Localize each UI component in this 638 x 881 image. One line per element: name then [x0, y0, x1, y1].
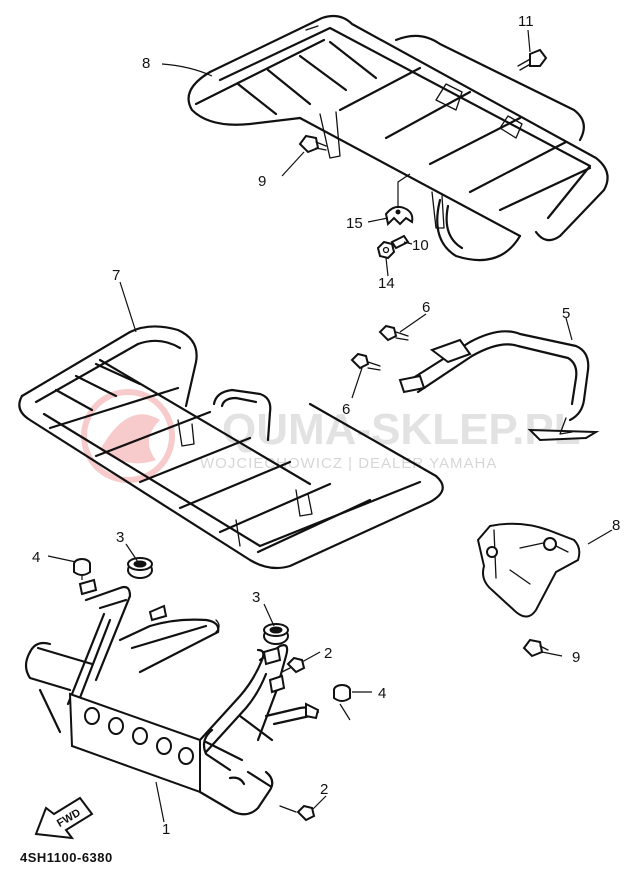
- part-1-bumper-guard: [24, 578, 320, 816]
- part-5-brace: [398, 330, 600, 442]
- callout-14: 14: [378, 275, 395, 292]
- part-3-grommet-left: [127, 557, 153, 579]
- leader-lines: [47, 29, 613, 823]
- callout-5: 5: [562, 305, 570, 322]
- part-11-bolt: [298, 134, 327, 154]
- part-8-bolt: [522, 638, 549, 658]
- callout-6-lower: 6: [342, 401, 350, 418]
- part-6-bolt-upper: [378, 324, 409, 342]
- callout-7: 8: [612, 517, 620, 534]
- callout-3-right: 3: [252, 589, 260, 606]
- part-14-nut: [376, 240, 396, 260]
- callout-12: 10: [412, 237, 429, 254]
- callout-13: 11: [518, 13, 534, 30]
- part-2-bolt-lower: [279, 804, 316, 822]
- watermark-main-text: QUMA-SKLEP.PL: [222, 405, 581, 454]
- watermark-sub-text: WOJCIECHOWICZ | DEALER YAMAHA: [200, 455, 497, 472]
- part-6-bolt-lower: [350, 352, 381, 371]
- callout-2-lower: 2: [320, 781, 328, 798]
- part-10-rear-carrier: [187, 14, 609, 262]
- fwd-arrow: FWD: [34, 796, 94, 840]
- callout-2-upper: 2: [324, 645, 332, 662]
- callout-10: 8: [142, 55, 150, 72]
- callouts: 8 11 9 15 10 14 7 5 6 6 8 9 3 4 3 2 4 2 …: [32, 13, 620, 838]
- callout-8: 9: [572, 649, 580, 666]
- part-3-grommet-right: [263, 623, 289, 645]
- part-7-bracket: [476, 522, 581, 618]
- part-15-clip: [384, 205, 414, 227]
- part-12-pin: [390, 234, 410, 250]
- watermark: QUMA-SKLEP.PL WOJCIECHOWICZ | DEALER YAM…: [81, 389, 581, 483]
- part-13-bolt: [517, 48, 548, 71]
- callout-3-left: 3: [116, 529, 124, 546]
- callout-15: 15: [346, 215, 363, 232]
- diagram-code: 4SH1100-6380: [20, 850, 113, 865]
- part-9-front-carrier: [18, 325, 444, 570]
- part-2-bolt-upper: [281, 656, 306, 674]
- part-4-cap-right: [333, 684, 351, 702]
- callout-6-upper: 6: [422, 299, 430, 316]
- callout-9: 7: [112, 267, 120, 284]
- part-4-cap-left: [73, 558, 91, 576]
- callout-4-left: 4: [32, 549, 40, 566]
- callout-1: 1: [162, 821, 170, 838]
- callout-11: 9: [258, 173, 266, 190]
- callout-4-right: 4: [378, 685, 386, 702]
- watermark-logo: [81, 389, 175, 483]
